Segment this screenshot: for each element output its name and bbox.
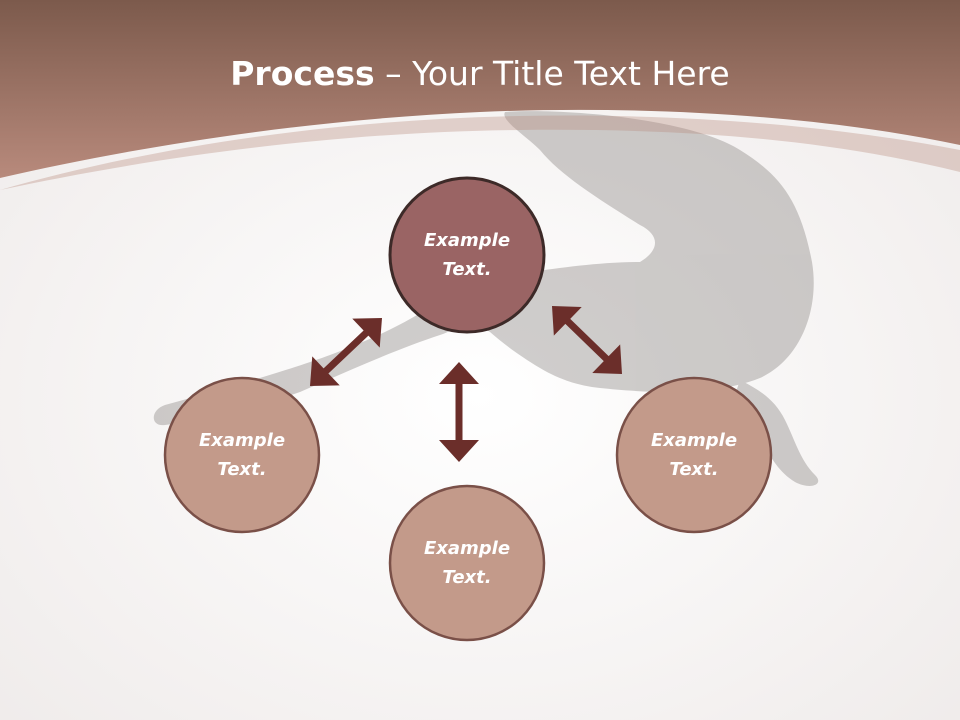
arrow-top-right-shape — [552, 306, 622, 374]
header-swoosh — [0, 115, 960, 190]
arrow-top-bottom-shape — [439, 362, 479, 462]
circle-bottom — [388, 484, 546, 642]
node-label-bottom: Example Text. — [423, 538, 511, 588]
node-label-right: Example Text. — [650, 430, 738, 480]
arrow-top-bottom — [439, 362, 479, 462]
node-label-top: Example Text. — [423, 230, 511, 280]
page-title: Process – Your Title Text Here — [0, 52, 960, 96]
arrow-top-left-shape — [310, 318, 382, 386]
circle-top — [388, 176, 546, 334]
title-rest: – Your Title Text Here — [374, 54, 730, 93]
arrow-top-right — [552, 306, 622, 374]
arrow-top-left — [310, 318, 382, 386]
header-band — [0, 0, 960, 178]
arrow-group — [310, 306, 622, 462]
dancer-silhouette — [153, 111, 819, 486]
title-bold: Process — [230, 54, 375, 93]
node-label-left: Example Text. — [198, 430, 286, 480]
circle-group — [163, 176, 773, 642]
circle-left — [163, 376, 321, 534]
circle-right — [615, 376, 773, 534]
